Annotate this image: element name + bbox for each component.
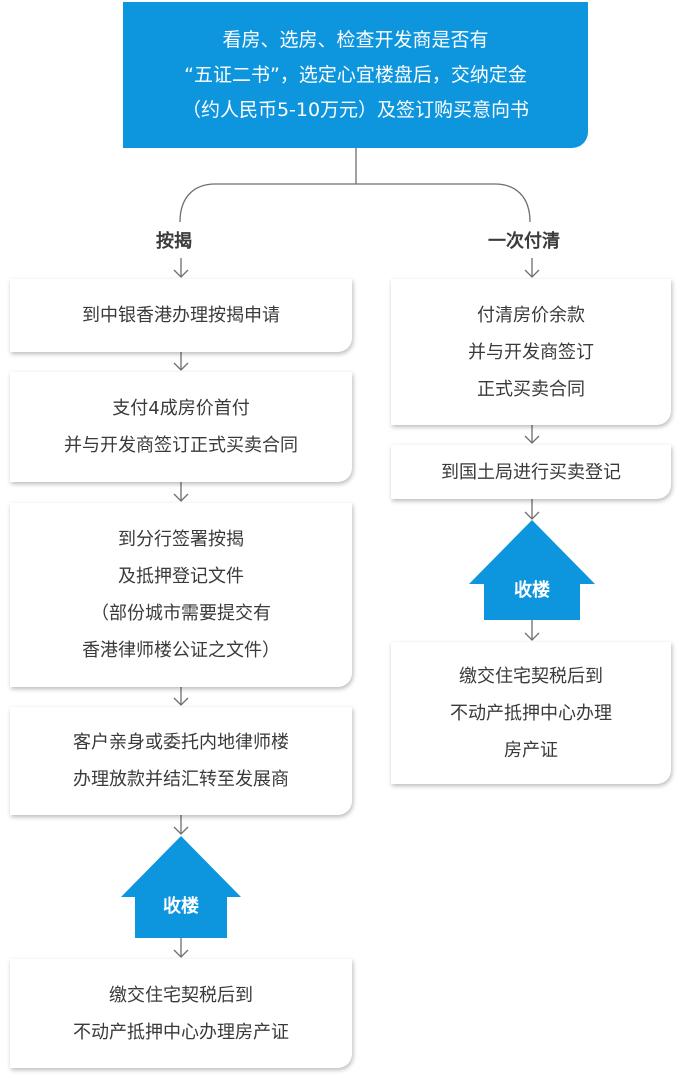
step-line: 正式买卖合同 xyxy=(477,378,585,400)
arrowhead-left-4 xyxy=(173,697,189,706)
step-line: （部份城市需要提交有 xyxy=(91,603,271,624)
step-line: 香港律师楼公证之文件） xyxy=(82,640,280,661)
full-payment-step-1: 付清房价余款 并与开发商签订 正式买卖合同 xyxy=(391,279,671,425)
full-payment-final-step: 缴交住宅契税后到 不动产抵押中心办理 房产证 xyxy=(391,642,671,784)
step-line: 客户亲身或委托内地律师楼 xyxy=(73,732,289,753)
arrowhead-left-2 xyxy=(173,362,189,371)
arrowhead-right-1 xyxy=(524,269,540,278)
arrowhead-left-6 xyxy=(173,949,189,958)
step-line: 并与开发商签订 xyxy=(468,341,594,363)
mortgage-step-4: 客户亲身或委托内地律师楼 办理放款并结汇转至发展商 xyxy=(10,707,352,815)
step-line: 不动产抵押中心办理 xyxy=(450,702,612,724)
step-line: 及抵押登记文件 xyxy=(118,566,244,587)
intro-step-box: 看房、选房、检查开发商是否有 “五证二书”，选定心宜楼盘后，交纳定金 （约人民币… xyxy=(123,2,588,148)
mortgage-step-2: 支付4成房价首付 并与开发商签订正式买卖合同 xyxy=(10,372,352,482)
branch-curve xyxy=(179,183,531,223)
step-line: 付清房价余款 xyxy=(477,304,585,326)
mortgage-final-step: 缴交住宅契税后到 不动产抵押中心办理房产证 xyxy=(10,959,352,1068)
house-label-right: 收楼 xyxy=(514,580,550,601)
step-line: 到中银香港办理按揭申请 xyxy=(82,305,280,326)
step-line: 支付4成房价首付 xyxy=(112,398,250,419)
intro-line: 看房、选房、检查开发商是否有 xyxy=(222,28,489,51)
branch-label-mortgage: 按揭 xyxy=(156,231,192,252)
branch-label-full-payment: 一次付清 xyxy=(488,231,560,252)
step-line: 缴交住宅契税后到 xyxy=(109,984,253,1006)
house-label-left: 收楼 xyxy=(163,896,199,917)
step-line: 并与开发商签订正式买卖合同 xyxy=(64,435,298,456)
arrowhead-right-2 xyxy=(524,435,540,444)
arrowhead-right-4 xyxy=(524,632,540,641)
step-line: 不动产抵押中心办理房产证 xyxy=(73,1021,289,1043)
step-line: 办理放款并结汇转至发展商 xyxy=(73,769,289,790)
full-payment-step-2: 到国土局进行买卖登记 xyxy=(391,445,671,499)
step-line: 到分行签署按揭 xyxy=(118,529,244,550)
arrowhead-left-1 xyxy=(173,269,189,278)
mortgage-step-1: 到中银香港办理按揭申请 xyxy=(10,279,352,352)
house-arrow-right-icon xyxy=(469,520,595,620)
step-line: 到国土局进行买卖登记 xyxy=(441,461,621,483)
arrowhead-left-5 xyxy=(173,826,189,835)
mortgage-step-3: 到分行签署按揭 及抵押登记文件 （部份城市需要提交有 香港律师楼公证之文件） xyxy=(10,503,352,687)
step-line: 缴交住宅契税后到 xyxy=(459,665,603,687)
arrowhead-right-3 xyxy=(524,511,540,520)
intro-line: （约人民币5-10万元）及签订购买意向书 xyxy=(181,98,530,121)
step-line: 房产证 xyxy=(504,739,558,761)
intro-line: “五证二书”，选定心宜楼盘后，交纳定金 xyxy=(184,63,527,86)
house-arrow-left-icon xyxy=(121,836,241,938)
arrowhead-left-3 xyxy=(173,493,189,502)
